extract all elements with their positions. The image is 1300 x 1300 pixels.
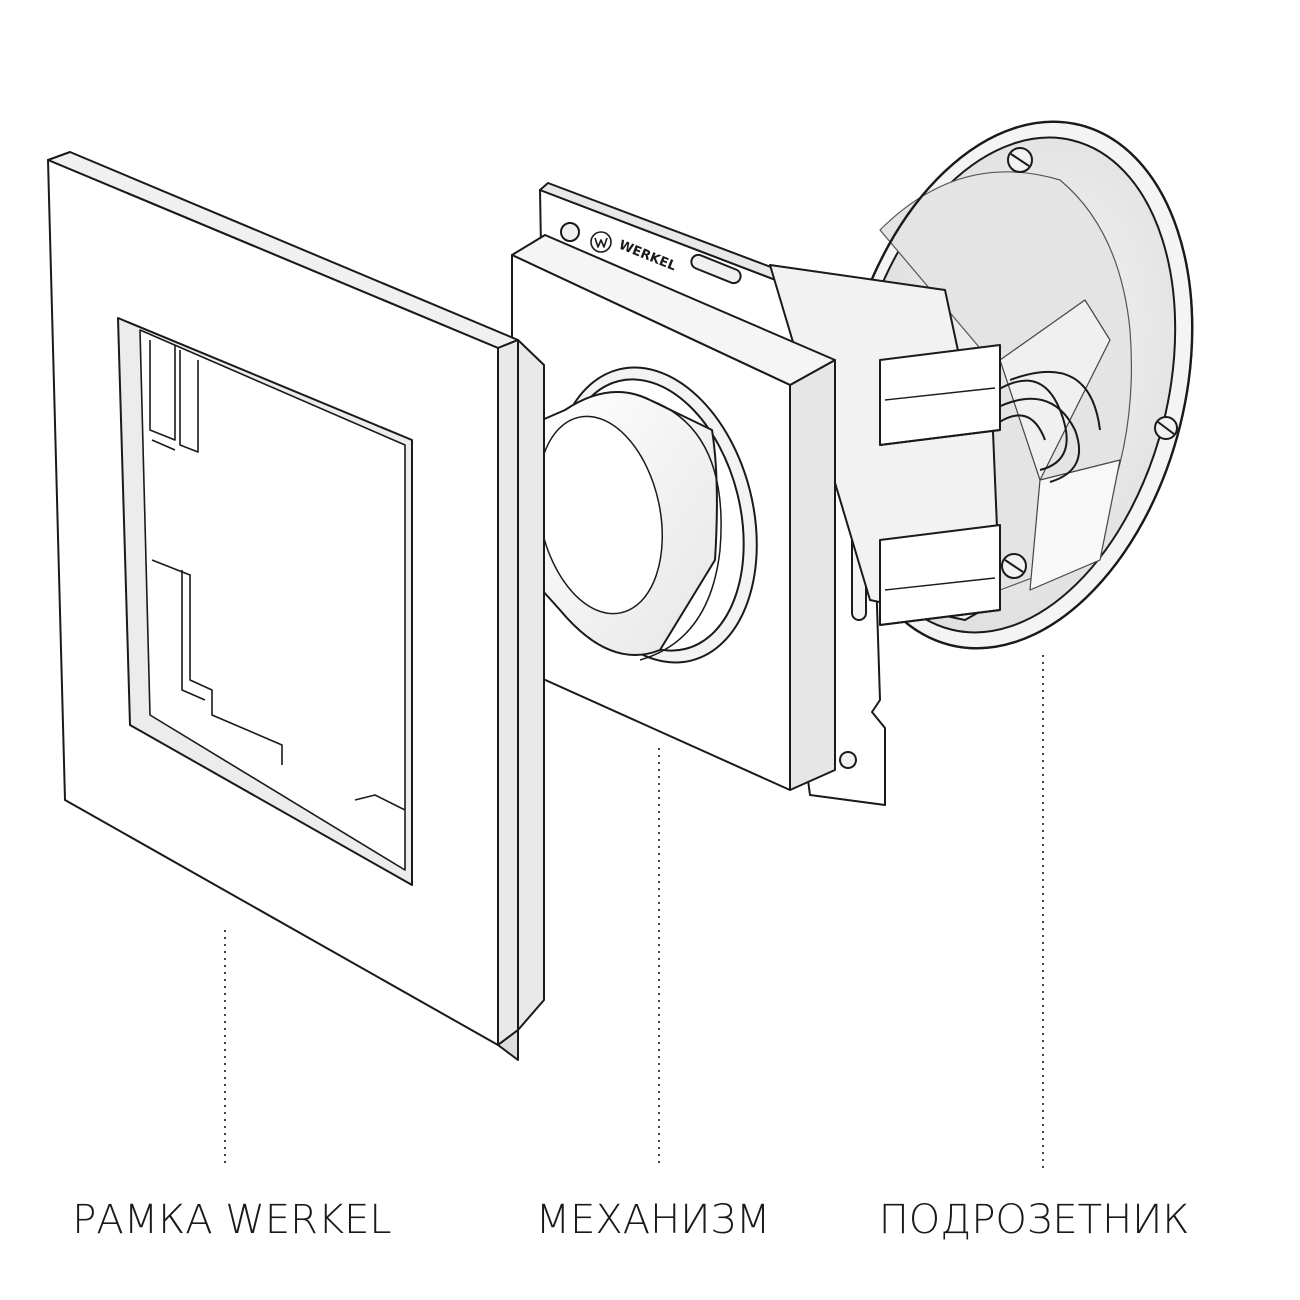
screw-icon [1001,553,1027,579]
frame [47,151,545,1061]
mechanism: WERKEL [511,182,1001,806]
label-mounting-box: ПОДРОЗЕТНИК [878,1197,1190,1243]
screw-icon [1007,147,1033,173]
label-mechanism: МЕХАНИЗМ [535,1197,771,1243]
leader-lines [224,655,1044,1168]
screw-icon [1154,416,1178,440]
label-frame: РАМКА WERKEL [72,1197,392,1243]
